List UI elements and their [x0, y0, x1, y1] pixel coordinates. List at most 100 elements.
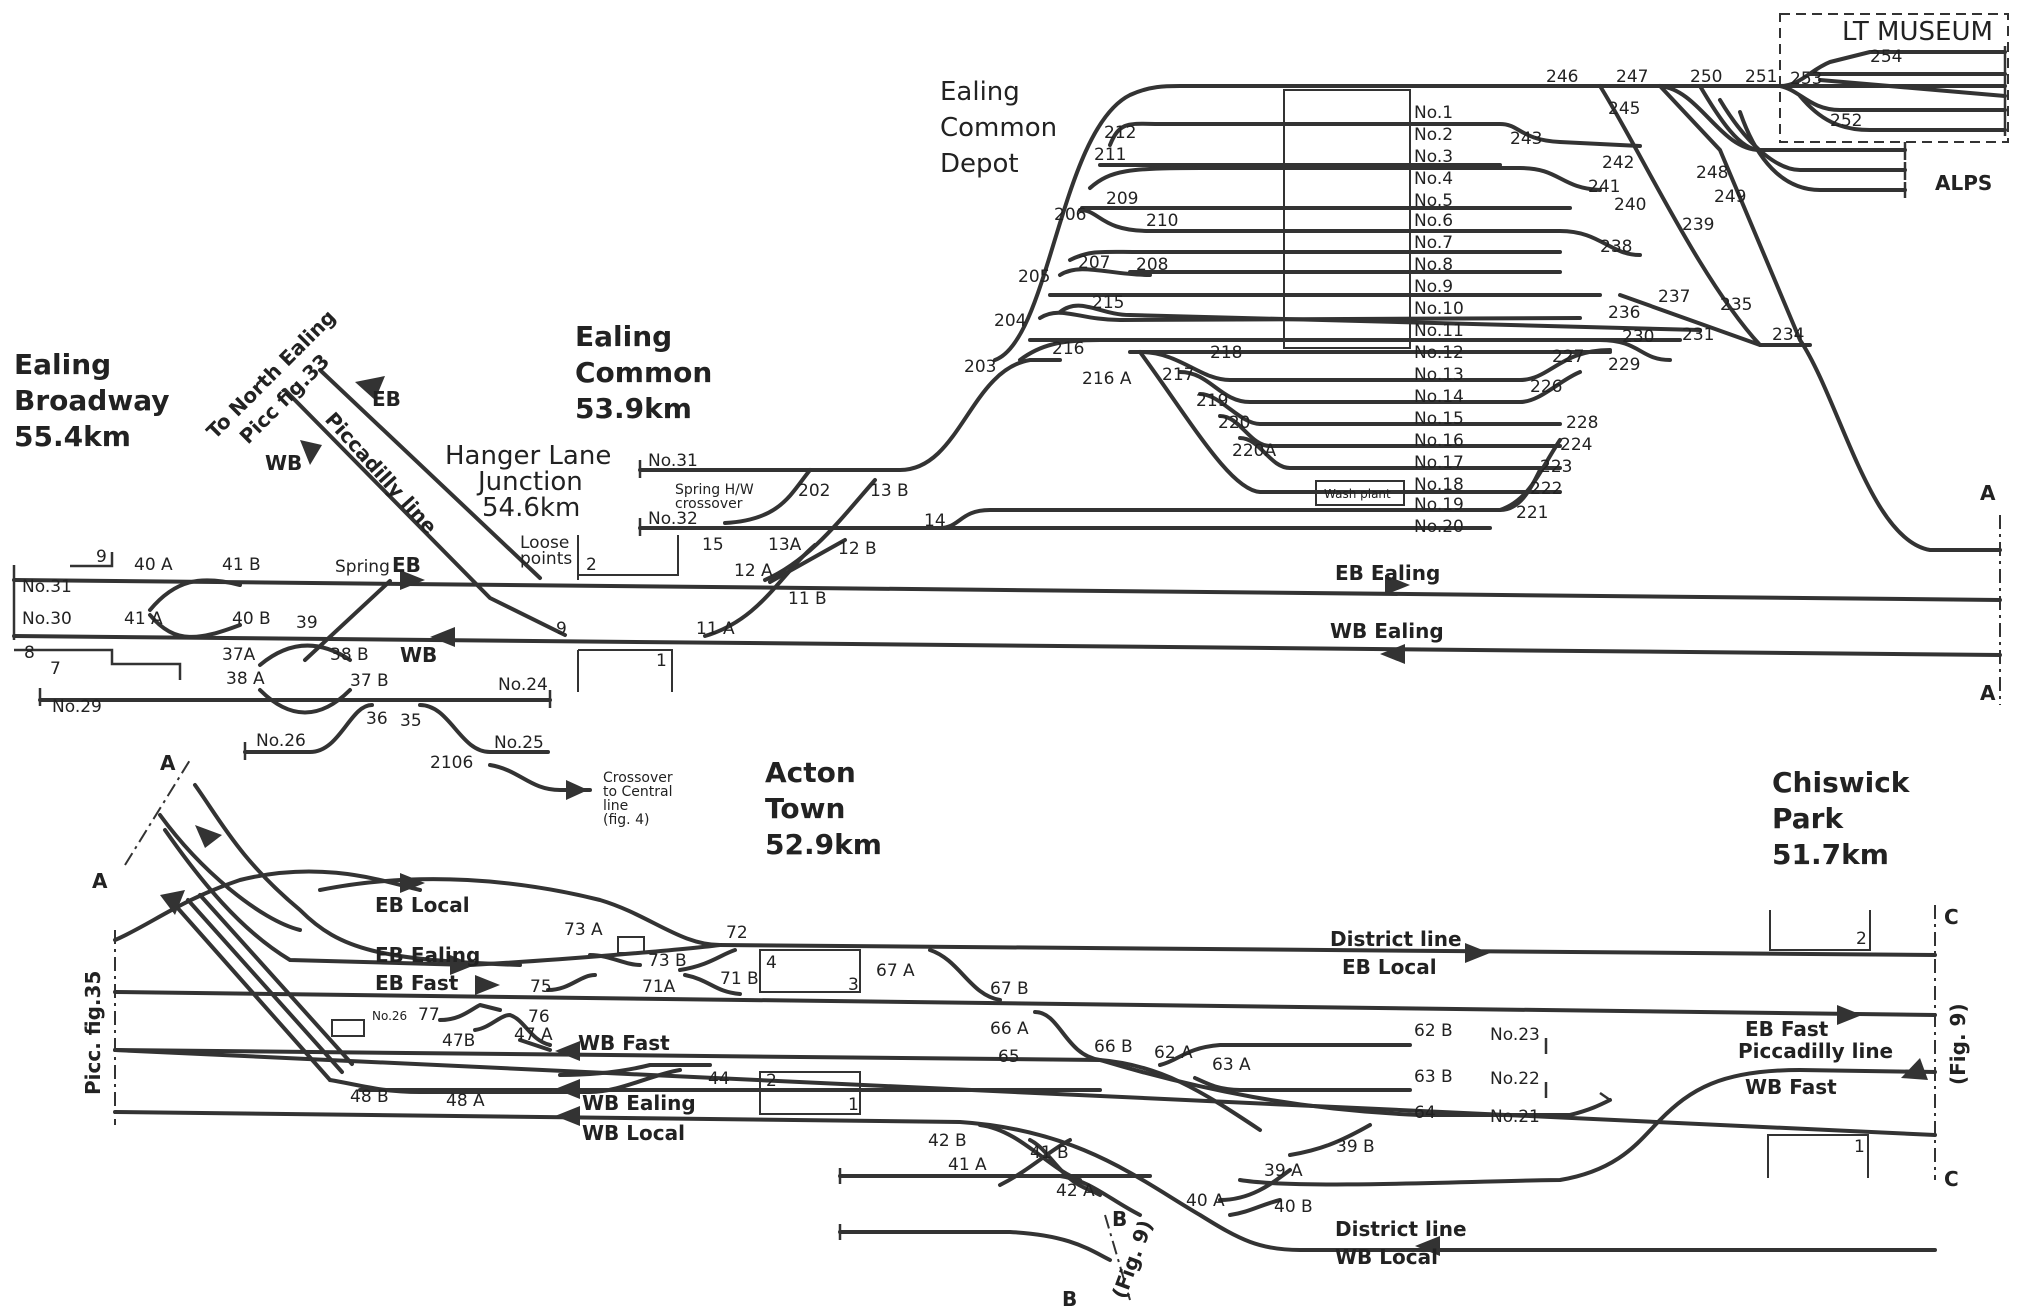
siding-no24: No.24	[498, 675, 548, 695]
upper-running-lines	[12, 358, 2002, 792]
depot-road-5: No.5	[1414, 191, 1453, 211]
siding-no31: No.31	[22, 577, 72, 597]
depot-label-3: Depot	[940, 149, 1019, 179]
crossover-central-label-2: to Central	[603, 784, 672, 800]
point-72: 72	[726, 923, 748, 943]
point-249: 249	[1714, 187, 1746, 207]
point-37b: 37 B	[350, 671, 389, 691]
point-13b: 13 B	[870, 481, 909, 501]
point-62a: 62 A	[1154, 1043, 1193, 1063]
point-67a: 67 A	[876, 961, 915, 981]
point-labels: 246 247 250 251 253 254 252 245 243 242 …	[24, 47, 1902, 1217]
depot-road-labels: No.1No.2No.3No.4No.5No.6No.7No.8No.9No.1…	[1414, 103, 1464, 537]
depot-road-13: No.13	[1414, 365, 1464, 385]
district-wb-label: District line	[1335, 1217, 1467, 1241]
picc-fig35-label: Picc. fig.35	[81, 971, 105, 1095]
depot-road-11: No.11	[1414, 321, 1464, 341]
point-253: 253	[1790, 69, 1822, 89]
chiswick-park-label: Chiswick	[1772, 766, 1911, 799]
point-245: 245	[1608, 99, 1640, 119]
point-41b-lower: 41 B	[1030, 1143, 1069, 1163]
point-2: 2	[586, 555, 597, 575]
point-47a: 47 A	[514, 1025, 553, 1045]
point-63a: 63 A	[1212, 1055, 1251, 1075]
spring-hw-label-2: crossover	[675, 496, 743, 512]
point-40a: 40 A	[134, 555, 173, 575]
point-202: 202	[798, 481, 830, 501]
picc-line-label: Piccadilly line	[1738, 1039, 1893, 1063]
upper-arrows	[300, 376, 1410, 800]
line-end-a-4: A	[92, 869, 108, 893]
point-231: 231	[1682, 325, 1714, 345]
point-7: 7	[50, 659, 61, 679]
point-44: 44	[708, 1069, 730, 1089]
district-eb-local-label: EB Local	[1342, 955, 1437, 979]
point-241: 241	[1588, 177, 1620, 197]
point-66b: 66 B	[1094, 1037, 1133, 1057]
loose-points-label-2: points	[520, 549, 572, 569]
point-217: 217	[1162, 365, 1194, 385]
siding-no30: No.30	[22, 609, 72, 629]
eb-label-spring: EB	[392, 553, 421, 577]
point-8: 8	[24, 643, 35, 663]
district-wb-local-label: WB Local	[1335, 1245, 1438, 1269]
point-71b: 71 B	[720, 969, 759, 989]
siding-no25: No.25	[494, 733, 544, 753]
point-73a: 73 A	[564, 920, 603, 940]
depot-road-3: No.3	[1414, 147, 1453, 167]
point-254: 254	[1870, 47, 1902, 67]
point-203: 203	[964, 357, 996, 377]
point-222: 222	[1530, 479, 1562, 499]
point-220a: 220A	[1232, 441, 1276, 461]
siding-labels: No.31 No.30 No.29 No.24 No.26 No.25 No.3…	[22, 451, 1540, 1127]
platform-3: 3	[848, 975, 859, 995]
point-216a: 216 A	[1082, 369, 1132, 389]
depot-road-18: No.18	[1414, 475, 1464, 495]
point-48b: 48 B	[350, 1087, 389, 1107]
point-239: 239	[1682, 215, 1714, 235]
point-41b: 41 B	[222, 555, 261, 575]
ealing-common-km: 53.9km	[575, 392, 692, 425]
siding-no29: No.29	[52, 697, 102, 717]
depot-road-17: No.17	[1414, 453, 1464, 473]
spring-label: Spring	[335, 557, 390, 577]
lt-museum-label: LT MUSEUM	[1842, 17, 1993, 47]
point-251: 251	[1745, 67, 1777, 87]
ealing-broadway-label: Ealing	[14, 348, 111, 381]
picc-wb-fast-label: WB Fast	[1745, 1075, 1837, 1099]
point-9-siding: 9	[96, 547, 107, 567]
platform-4: 4	[766, 953, 777, 973]
point-1: 1	[656, 651, 667, 671]
point-9: 9	[556, 619, 567, 639]
point-42b: 42 B	[928, 1131, 967, 1151]
station-labels: Ealing Broadway 55.4km Ealing Common 53.…	[14, 77, 1911, 871]
fig9-label: (Fig. 9)	[1946, 1003, 1970, 1085]
point-64: 64	[1414, 1103, 1436, 1123]
point-207: 207	[1078, 253, 1110, 273]
point-219: 219	[1196, 391, 1228, 411]
point-73b: 73 B	[648, 951, 687, 971]
point-227: 227	[1552, 347, 1584, 367]
siding-no31-ec: No.31	[648, 451, 698, 471]
point-237: 237	[1658, 287, 1690, 307]
line-end-a-3: A	[160, 751, 176, 775]
point-221: 221	[1516, 503, 1548, 523]
point-37a: 37A	[222, 645, 256, 665]
lower-arrows	[160, 825, 1928, 1256]
depot-road-1: No.1	[1414, 103, 1453, 123]
alps-label: ALPS	[1935, 171, 1992, 195]
siding-no26: No.26	[256, 731, 306, 751]
crossover-central-label-3: line	[603, 798, 628, 814]
point-12a: 12 A	[734, 561, 773, 581]
depot-road-19: No.19	[1414, 495, 1464, 515]
point-65: 65	[998, 1047, 1020, 1067]
point-216: 216	[1052, 339, 1084, 359]
line-end-c-1: C	[1944, 905, 1959, 929]
spring-hw-label: Spring H/W	[675, 482, 754, 498]
depot-road-4: No.4	[1414, 169, 1453, 189]
point-230: 230	[1622, 327, 1654, 347]
point-36: 36	[366, 709, 388, 729]
point-11a: 11 A	[696, 619, 735, 639]
point-234: 234	[1772, 325, 1804, 345]
ealing-common-label-2: Common	[575, 356, 712, 389]
